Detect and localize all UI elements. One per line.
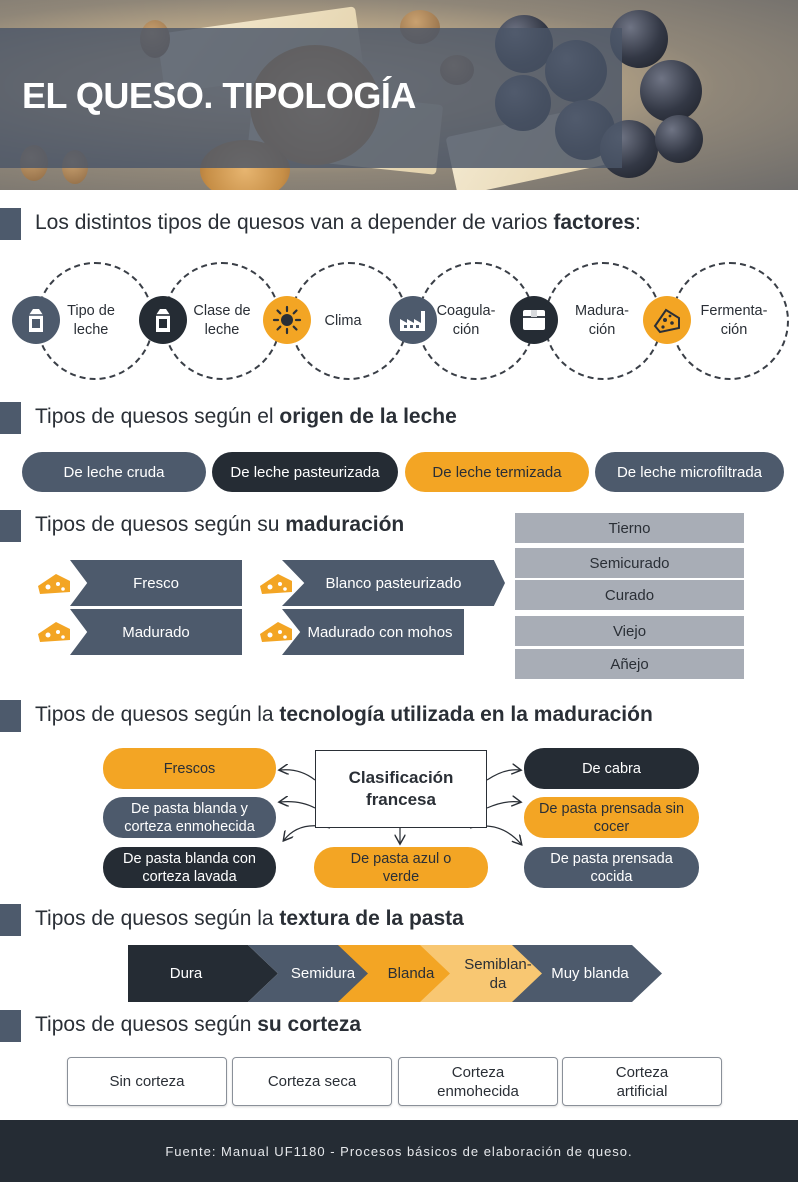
section-marker — [0, 208, 21, 240]
factory-icon — [389, 296, 437, 344]
footer-source: Fuente: Manual UF1180 - Procesos básicos… — [0, 1120, 798, 1182]
classification-item: De pasta prensada cocida — [524, 847, 699, 888]
milk-carton-icon — [12, 296, 60, 344]
section-title-technology: Tipos de quesos según la tecnología util… — [35, 703, 653, 726]
cheese-icon — [643, 296, 691, 344]
ripening-type: Madurado con mohos — [282, 609, 464, 655]
cheese-icon — [260, 574, 292, 594]
ripening-stage: Semicurado — [515, 548, 744, 578]
rind-type: Sin corteza — [67, 1057, 227, 1106]
section-marker — [0, 510, 21, 542]
ripening-stage: Viejo — [515, 616, 744, 646]
origin-pill: De leche cruda — [22, 452, 206, 492]
origin-pill: De leche pasteurizada — [212, 452, 398, 492]
origin-pill: De leche microfiltrada — [595, 452, 784, 492]
factor-label: Madura-ción — [575, 303, 629, 338]
section-title-ripening: Tipos de quesos según su maduración — [35, 513, 405, 536]
section-title-origin: Tipos de quesos según el origen de la le… — [35, 405, 457, 428]
rind-type: Corteza artificial — [562, 1057, 722, 1106]
origin-pill: De leche termizada — [405, 452, 589, 492]
ripening-stage: Añejo — [515, 649, 744, 679]
page-title: EL QUESO. TIPOLOGÍA — [22, 75, 416, 116]
factor-label: Coagula-ción — [436, 303, 496, 338]
sun-icon — [263, 296, 311, 344]
section-marker — [0, 1010, 21, 1042]
cheese-icon — [260, 622, 292, 642]
classification-item: De pasta azul o verde — [314, 847, 488, 888]
classification-item: Frescos — [103, 748, 276, 789]
source-text: Fuente: Manual UF1180 - Procesos básicos… — [165, 1143, 633, 1159]
milk-carton-icon — [139, 296, 187, 344]
section-marker — [0, 904, 21, 936]
rind-type: Corteza enmohecida — [398, 1057, 558, 1106]
header-banner: EL QUESO. TIPOLOGÍA — [0, 0, 798, 190]
box-icon — [510, 296, 558, 344]
factor-label: Clima — [324, 313, 362, 329]
title-band — [0, 28, 622, 168]
section-title-factors: Los distintos tipos de quesos van a depe… — [35, 211, 641, 234]
ripening-stage: Curado — [515, 580, 744, 610]
classification-center: Clasificación francesa — [315, 750, 487, 828]
section-marker — [0, 402, 21, 434]
classification-item: De pasta blanda y corteza enmohecida — [103, 797, 276, 838]
grape-image — [655, 115, 703, 163]
texture-step: Dura — [128, 945, 278, 1002]
ripening-type: Madurado — [70, 609, 242, 655]
grape-image — [640, 60, 702, 122]
factor-label: Fermenta-ción — [700, 303, 768, 338]
rind-type: Corteza seca — [232, 1057, 392, 1106]
ripening-type: Fresco — [70, 560, 242, 606]
cheese-icon — [38, 622, 70, 642]
ripening-stage: Tierno — [515, 513, 744, 543]
cheese-icon — [38, 574, 70, 594]
section-marker — [0, 700, 21, 732]
section-title-rind: Tipos de quesos según su corteza — [35, 1013, 362, 1036]
classification-item: De pasta blanda con corteza lavada — [103, 847, 276, 888]
classification-item: De pasta prensada sin cocer — [524, 797, 699, 838]
ripening-type: Blanco pasteurizado — [282, 560, 505, 606]
classification-item: De cabra — [524, 748, 699, 789]
section-title-texture: Tipos de quesos según la textura de la p… — [35, 907, 464, 930]
